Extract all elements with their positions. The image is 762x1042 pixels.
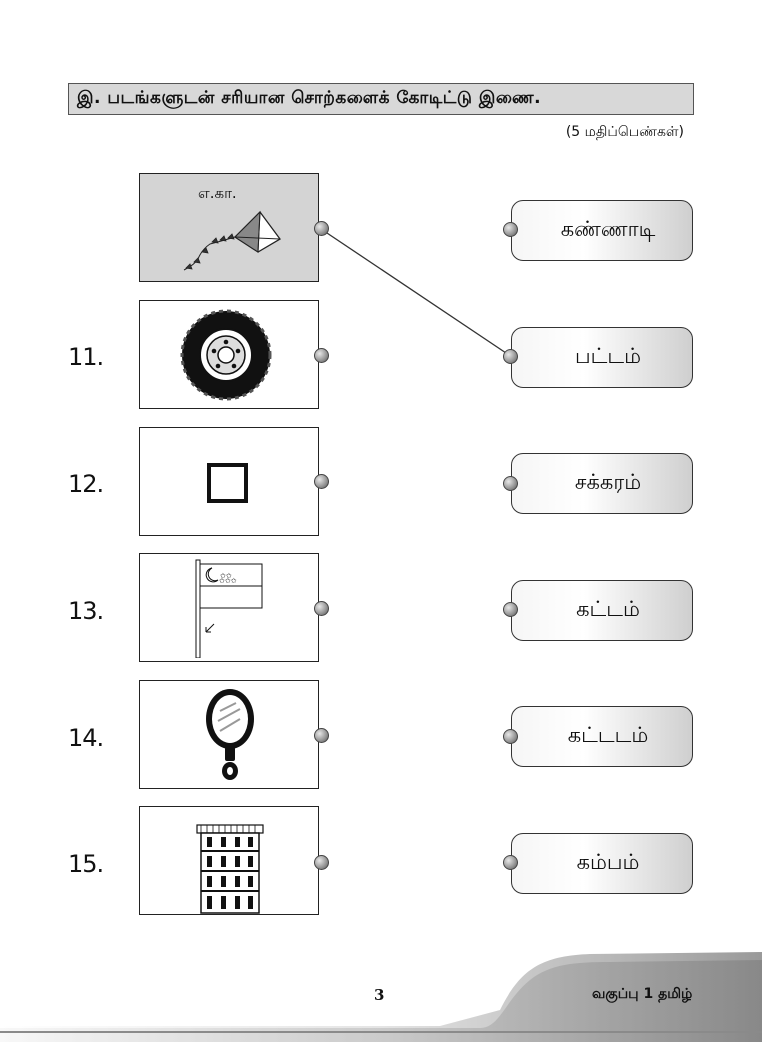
question-11-picture-box xyxy=(139,300,319,409)
word-option-dot[interactable] xyxy=(503,222,518,237)
square-icon xyxy=(207,463,248,503)
svg-text:✩✩: ✩✩ xyxy=(219,572,232,580)
question-number: 15. xyxy=(68,850,104,878)
word-option-label: கட்டடம் xyxy=(567,723,649,747)
footer-band xyxy=(0,952,762,1042)
word-option-dot[interactable] xyxy=(503,729,518,744)
question-13-dot[interactable] xyxy=(314,601,329,616)
word-option-label: பட்டம் xyxy=(575,344,641,368)
kite-icon xyxy=(183,210,281,271)
question-14-picture-box xyxy=(139,680,319,789)
word-option-dot[interactable] xyxy=(503,855,518,870)
svg-text:✩✩✩: ✩✩✩ xyxy=(218,577,237,585)
footer-label: வகுப்பு 1 தமிழ் xyxy=(592,986,693,1002)
question-15-picture-box xyxy=(139,806,319,915)
word-option-label: கட்டம் xyxy=(576,597,640,621)
word-option-box: கண்ணாடி xyxy=(511,200,693,261)
tyre-icon xyxy=(180,309,272,401)
example-label: எ.கா. xyxy=(198,184,237,202)
question-number: 12. xyxy=(68,470,104,498)
word-option-label: கண்ணாடி xyxy=(560,217,656,241)
word-option-box: சக்கரம் xyxy=(511,453,693,514)
question-15-dot[interactable] xyxy=(314,855,329,870)
example-picture-box: எ.கா. xyxy=(139,173,319,282)
word-option-dot[interactable] xyxy=(503,476,518,491)
question-number: 11. xyxy=(68,343,104,371)
page-number: 3 xyxy=(374,986,385,1004)
marks-label: (5 மதிப்பெண்கள்) xyxy=(565,124,684,140)
word-option-box: பட்டம் xyxy=(511,327,693,388)
word-option-box: கட்டடம் xyxy=(511,706,693,767)
word-option-box: கட்டம் xyxy=(511,580,693,641)
section-header: இ. படங்களுடன் சரியான சொற்களைக் கோடிட்டு … xyxy=(68,83,694,115)
word-option-dot[interactable] xyxy=(503,349,518,364)
question-13-picture-box: ✩✩ ✩✩✩ xyxy=(139,553,319,662)
word-option-label: சக்கரம் xyxy=(574,470,642,494)
question-number: 14. xyxy=(68,724,104,752)
question-number: 13. xyxy=(68,597,104,625)
word-option-box: கம்பம் xyxy=(511,833,693,894)
building-icon xyxy=(196,824,264,914)
flag-pole-icon: ✩✩ ✩✩✩ xyxy=(195,559,263,658)
word-option-label: கம்பம் xyxy=(576,850,640,874)
question-12-picture-box xyxy=(139,427,319,536)
question-12-dot[interactable] xyxy=(314,474,329,489)
hand-mirror-icon xyxy=(206,689,254,780)
example-picture-dot[interactable] xyxy=(314,221,329,236)
question-11-dot[interactable] xyxy=(314,348,329,363)
question-14-dot[interactable] xyxy=(314,728,329,743)
instruction-text: இ. படங்களுடன் சரியான சொற்களைக் கோடிட்டு … xyxy=(77,88,542,108)
word-option-dot[interactable] xyxy=(503,602,518,617)
